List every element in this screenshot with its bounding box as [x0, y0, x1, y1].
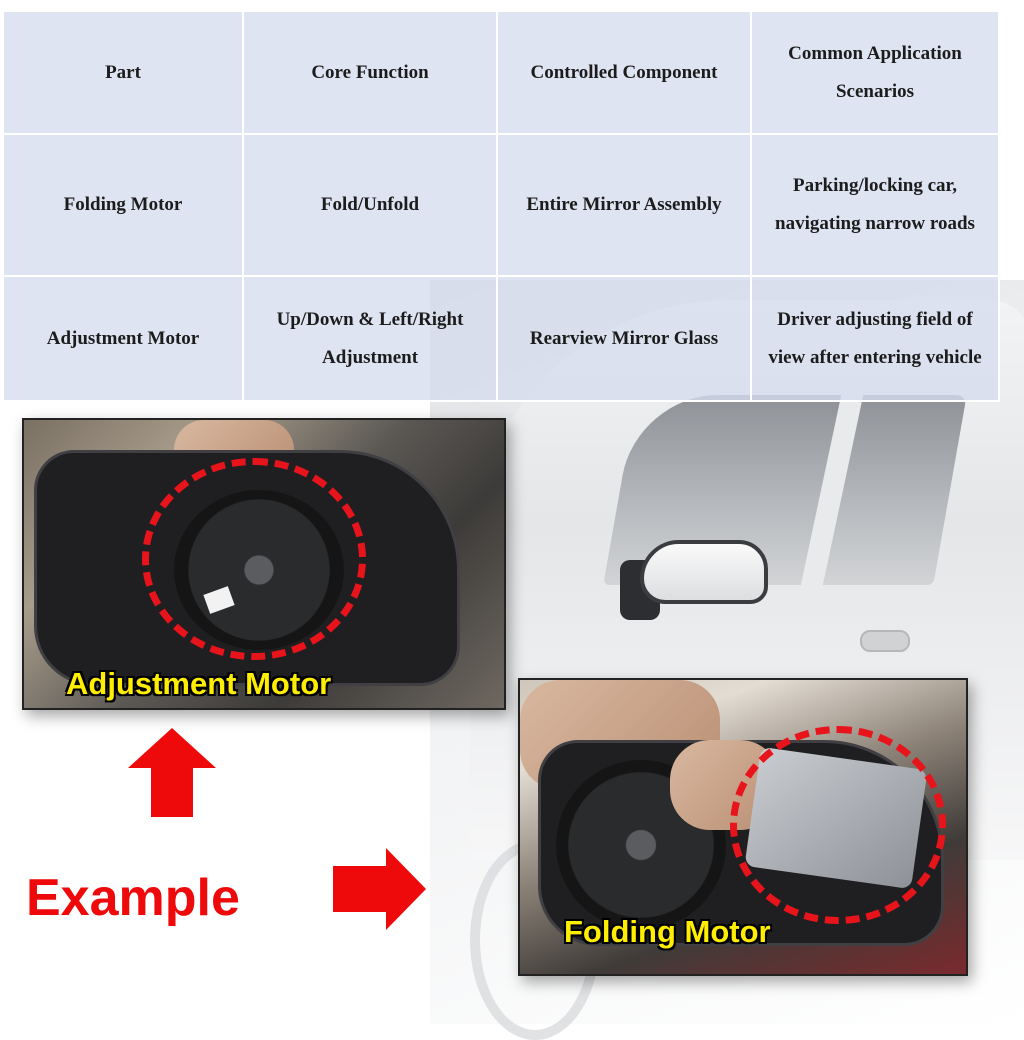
adjustment-motor-photo: Adjustment Motor [22, 418, 506, 710]
arrow-up-icon-stem [151, 767, 193, 817]
motor-comparison-table: Part Core Function Controlled Component … [2, 10, 1000, 402]
cell-part: Folding Motor [2, 133, 244, 277]
highlight-circle [142, 458, 366, 660]
cell-controlled-component: Entire Mirror Assembly [496, 133, 752, 277]
header-controlled-component: Controlled Component [496, 10, 752, 135]
header-application-scenarios: Common Application Scenarios [750, 10, 1000, 135]
cell-core-function: Fold/Unfold [242, 133, 498, 277]
highlight-circle [730, 726, 946, 924]
table-header-row: Part Core Function Controlled Component … [2, 10, 1000, 135]
car-door-handle-shape [860, 630, 910, 652]
folding-motor-label: Folding Motor [564, 914, 771, 949]
folding-motor-photo: Folding Motor [518, 678, 968, 976]
arrow-right-icon [386, 848, 426, 930]
adjustment-motor-label: Adjustment Motor [66, 666, 332, 701]
cell-core-function: Up/Down & Left/Right Adjustment [242, 275, 498, 402]
cell-part: Adjustment Motor [2, 275, 244, 402]
car-side-mirror-shape [640, 540, 768, 604]
cell-application-scenarios: Driver adjusting field of view after ent… [750, 275, 1000, 402]
arrow-right-icon-stem [333, 866, 387, 912]
header-core-function: Core Function [242, 10, 498, 135]
cell-application-scenarios: Parking/locking car, navigating narrow r… [750, 133, 1000, 277]
table-row: Adjustment Motor Up/Down & Left/Right Ad… [2, 275, 1000, 402]
cell-controlled-component: Rearview Mirror Glass [496, 275, 752, 402]
example-label: Example [26, 869, 240, 927]
arrow-up-icon [128, 728, 216, 768]
table-row: Folding Motor Fold/Unfold Entire Mirror … [2, 133, 1000, 277]
header-part: Part [2, 10, 244, 135]
